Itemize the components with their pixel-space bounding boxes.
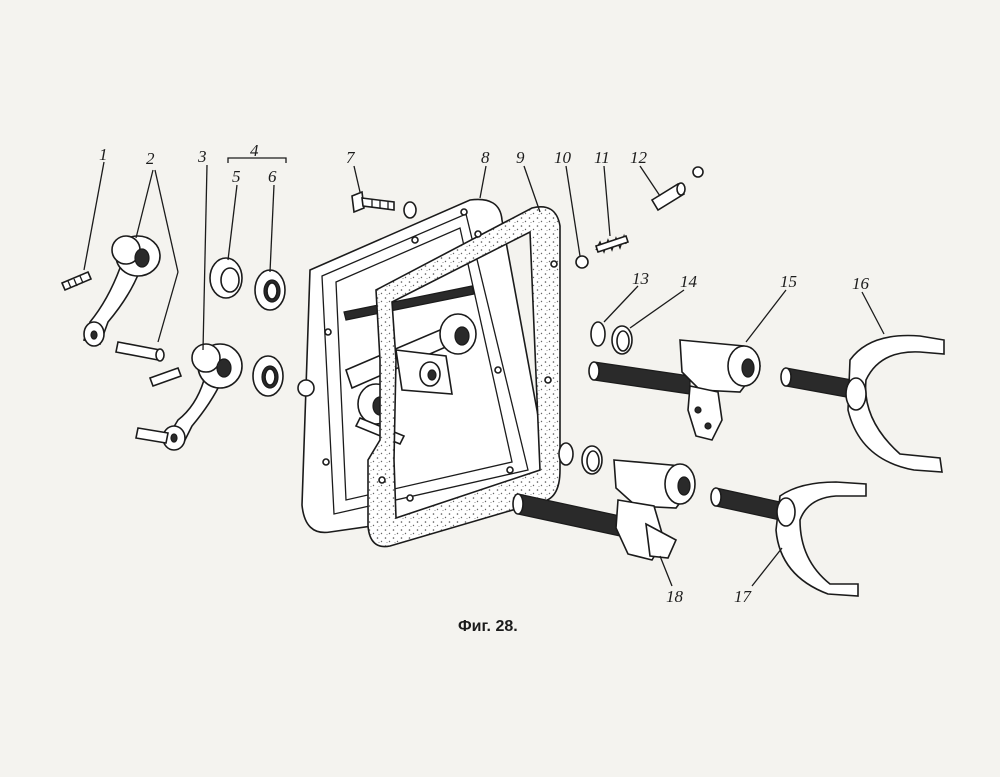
part-3-lever <box>135 343 243 451</box>
part-14-ring <box>611 325 633 355</box>
label-10: 10 <box>554 148 572 167</box>
label-16: 16 <box>852 274 870 293</box>
label-8: 8 <box>481 148 490 167</box>
label-18: 18 <box>666 587 684 606</box>
label-11: 11 <box>594 148 610 167</box>
part-17-fork <box>710 481 867 597</box>
part-7-bolt <box>351 190 417 219</box>
label-14: 14 <box>680 272 698 291</box>
lower-rings <box>558 442 603 475</box>
part-6b-seal <box>252 355 284 397</box>
part-11-spring <box>594 233 630 254</box>
part-1-stud <box>60 270 93 292</box>
label-1: 1 <box>99 145 108 164</box>
part-8-cover <box>297 198 549 534</box>
label-3: 3 <box>197 147 207 166</box>
label-6: 6 <box>268 167 277 186</box>
part-5-seal <box>209 257 243 299</box>
part-15-rod <box>588 339 762 441</box>
part-6-seal <box>254 269 286 311</box>
part-13-ring <box>590 321 606 347</box>
part-2-lever <box>82 235 165 362</box>
part-10-ball <box>575 255 589 269</box>
label-4: 4 <box>250 141 259 160</box>
figure-caption: Фиг. 28. <box>458 618 518 635</box>
leader-lines <box>83 157 885 587</box>
part-9-gasket <box>367 206 561 548</box>
label-17: 17 <box>734 587 753 606</box>
label-7: 7 <box>346 148 356 167</box>
label-9: 9 <box>516 148 525 167</box>
label-12: 12 <box>630 148 648 167</box>
label-13: 13 <box>632 269 649 288</box>
label-5: 5 <box>232 167 241 186</box>
label-2: 2 <box>146 149 155 168</box>
label-15: 15 <box>780 272 797 291</box>
part-12-pin <box>650 166 704 212</box>
part-16-fork <box>780 334 945 473</box>
part-18-rod <box>512 459 696 561</box>
